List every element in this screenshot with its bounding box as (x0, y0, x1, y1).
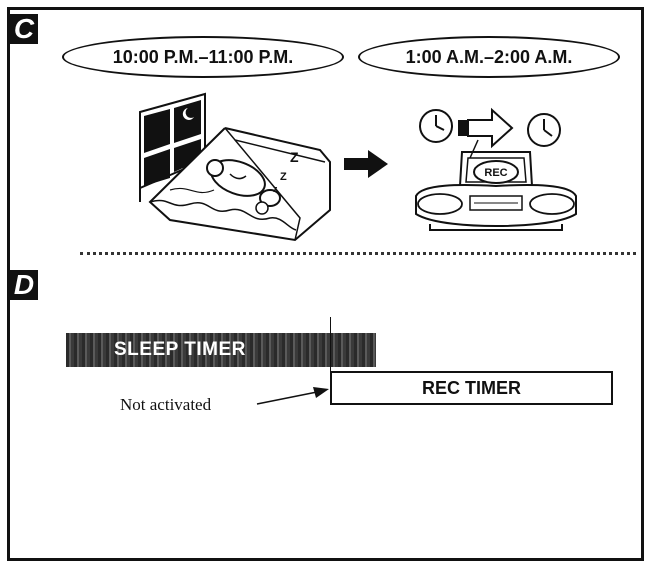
rec-badge: REC (484, 167, 507, 179)
section-d-label: D (10, 270, 38, 300)
snore-z-large: Z (290, 149, 299, 165)
snore-z-small: z (273, 184, 278, 194)
timer-boundary-line (330, 317, 331, 373)
record-time-pill: 1:00 A.M.–2:00 A.M. (358, 36, 620, 78)
pointer-arrow-icon (255, 384, 335, 408)
sleep-time-pill: 10:00 P.M.–11:00 P.M. (62, 36, 344, 78)
stereo-recording-illustration: REC (410, 100, 590, 240)
stereo-icon (416, 140, 576, 230)
rec-timer-label: REC TIMER (422, 378, 521, 399)
sleeping-person-illustration: Z Z z (130, 90, 340, 250)
not-activated-note: Not activated (120, 395, 211, 415)
right-arrow-icon (342, 148, 390, 180)
time-shift-arrow-icon (458, 110, 512, 146)
rec-timer-bar: REC TIMER (330, 371, 613, 405)
section-divider (80, 252, 636, 255)
section-c-label: C (10, 14, 38, 44)
sleep-timer-label: SLEEP TIMER (114, 333, 246, 367)
clock-icon (528, 114, 560, 146)
snore-z-medium: Z (280, 171, 287, 183)
clock-icon (420, 110, 452, 142)
